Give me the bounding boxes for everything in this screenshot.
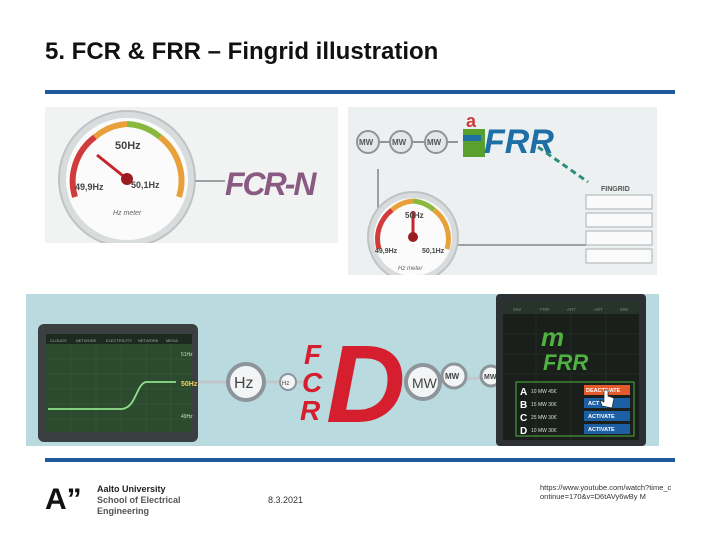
frequency-curve — [48, 381, 176, 410]
fcrn-illustration: 50Hz 49,9Hz 50,1Hz Hz meter FCR-N — [58, 110, 319, 243]
aalto-logo-mark: A” — [45, 483, 82, 516]
fcrd-letter-c: C — [302, 367, 323, 398]
mfrr-tab-5: MW — [620, 307, 629, 312]
university-name: Aalto University — [97, 484, 166, 494]
svg-text:10 MW 30€: 10 MW 30€ — [531, 428, 557, 434]
mfrr-panel: MW FRR ART ART MW m FRR A 10 MW 45€ DEAC… — [496, 294, 646, 446]
svg-text:C: C — [520, 413, 527, 424]
hz-node-small — [279, 373, 297, 391]
fcrd-letter-r: R — [300, 395, 321, 426]
svg-text:D: D — [520, 426, 527, 437]
title-rule — [45, 90, 675, 94]
afrr-logo-a: a — [466, 111, 477, 131]
fcrd-letter-d: D — [326, 323, 405, 446]
svg-text:MW: MW — [484, 374, 497, 381]
svg-text:MW: MW — [427, 138, 442, 147]
svg-text:15 MW 30€: 15 MW 30€ — [531, 402, 557, 408]
svg-text:B: B — [520, 400, 527, 411]
afrr-gauge-low: 49,9Hz — [375, 248, 398, 255]
mfrr-tab-4: ART — [594, 307, 603, 312]
screen-tab-2: NETWORK — [76, 338, 97, 343]
footer-url[interactable]: https://www.youtube.com/watch?time_conti… — [540, 483, 672, 501]
school-line-2: Engineering — [97, 506, 150, 516]
gauge-needle — [96, 153, 128, 181]
mfrr-row-c: C 25 MW 30€ ACTIVATE — [520, 411, 630, 424]
afrr-gauge-high: 50,1Hz — [422, 248, 445, 255]
afrr-logo-frr: FRR — [484, 123, 554, 161]
fcrn-gauge-caption: Hz meter — [113, 210, 142, 217]
fingrid-label: FINGRID — [601, 186, 630, 193]
fcrd-mw-node-1 — [404, 363, 442, 401]
fcrn-gauge-high: 50,1Hz — [131, 180, 160, 190]
server-rack — [585, 194, 653, 264]
mfrr-tab-1: MW — [513, 307, 522, 312]
afrr-gauge-caption: Hz meter — [398, 266, 423, 272]
mfrr-activate-button-d[interactable]: ACTIVATE — [588, 427, 615, 433]
svg-text:A: A — [520, 387, 527, 398]
svg-text:10 MW 45€: 10 MW 45€ — [531, 389, 557, 395]
afrr-mw-node-3: MW — [424, 130, 448, 154]
mfrr-tab-3: ART — [567, 307, 576, 312]
screen-tab-3: ELECTRICITY — [106, 338, 132, 343]
fcrd-mw-node-2 — [440, 362, 468, 390]
mfrr-logo-frr: FRR — [543, 350, 588, 375]
mfrr-activate-button-c[interactable]: ACTIVATE — [588, 414, 615, 420]
afrr-gauge-center: 50Hz — [405, 211, 424, 220]
chart-mid-label: 50Hz — [181, 381, 198, 388]
fcrn-gauge-center: 50Hz — [115, 140, 141, 152]
hz-node-small-label: Hz — [282, 381, 289, 387]
svg-text:MW: MW — [412, 375, 438, 391]
fcrn-gauge-low: 49,9Hz — [75, 182, 104, 192]
school-line-1: School of Electrical — [97, 495, 181, 505]
afrr-mw-node-2: MW — [389, 130, 413, 154]
svg-text:MW: MW — [445, 372, 460, 381]
screen-tab-1: CLOUDS — [50, 338, 67, 343]
hz-node-big — [226, 362, 266, 402]
fcrd-illustration: CLOUDS NETWORK ELECTRICITY NETWORK MEGA … — [38, 323, 507, 446]
chart-low-label: 49Hz — [181, 414, 193, 420]
afrr-panel: MW MW MW a FRR FINGRID — [348, 107, 657, 275]
afrr-illustration: MW MW MW a FRR FINGRID — [356, 111, 653, 275]
hand-cursor-icon — [599, 389, 615, 409]
fcrd-letter-f: F — [304, 339, 322, 370]
mfrr-illustration: MW FRR ART ART MW m FRR A 10 MW 45€ DEAC… — [503, 302, 639, 440]
afrr-mw-node-1: MW — [356, 130, 380, 154]
aalto-logo: A” Aalto University School of Electrical… — [45, 484, 205, 520]
hz-node-big-label: Hz — [234, 375, 254, 392]
fcrn-logo: FCR-N — [225, 166, 317, 202]
svg-text:25 MW 30€: 25 MW 30€ — [531, 415, 557, 421]
mfrr-logo-m: m — [541, 322, 564, 352]
mfrr-row-d: D 10 MW 30€ ACTIVATE — [520, 424, 630, 437]
svg-text:MW: MW — [359, 138, 374, 147]
footer-rule — [45, 458, 675, 462]
slide-title: 5. FCR & FRR – Fingrid illustration — [45, 38, 439, 65]
screen-tab-5: MEGA — [166, 338, 178, 343]
mfrr-deactivate-button[interactable]: DEACTIVATE — [586, 388, 621, 394]
screen-tab-4: NETWORK — [138, 338, 159, 343]
chart-high-label: 51Hz — [181, 352, 193, 358]
fcrn-panel: 50Hz 49,9Hz 50,1Hz Hz meter FCR-N — [45, 107, 338, 243]
mfrr-tab-2: FRR — [540, 307, 550, 312]
footer-date: 8.3.2021 — [268, 495, 304, 505]
svg-text:MW: MW — [392, 138, 407, 147]
mfrr-activate-button-b[interactable]: ACT — [588, 401, 600, 407]
